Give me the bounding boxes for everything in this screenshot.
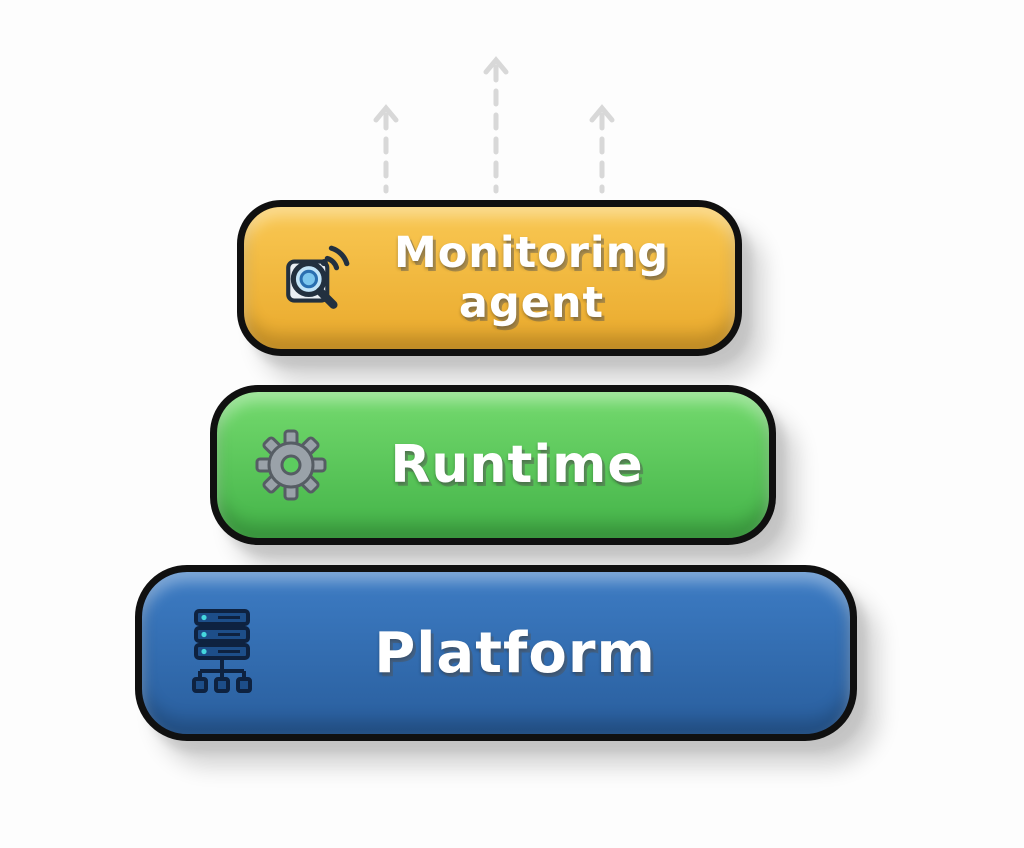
layer-platform: Platform — [135, 565, 857, 741]
layer-label-monitoring-agent: Monitoring agent — [393, 228, 670, 328]
dashed-up-arrow-right — [588, 103, 616, 195]
layer-label-platform: Platform — [374, 620, 656, 686]
server-network-icon — [178, 607, 266, 699]
dashed-up-arrow-middle — [482, 55, 510, 195]
dashed-up-arrow-left — [372, 103, 400, 195]
layer-runtime: Runtime — [210, 385, 776, 545]
magnifier-signal-icon — [280, 241, 354, 315]
gear-icon — [253, 427, 329, 503]
layer-monitoring-agent: Monitoring agent — [237, 200, 742, 356]
layer-label-runtime: Runtime — [390, 435, 644, 495]
